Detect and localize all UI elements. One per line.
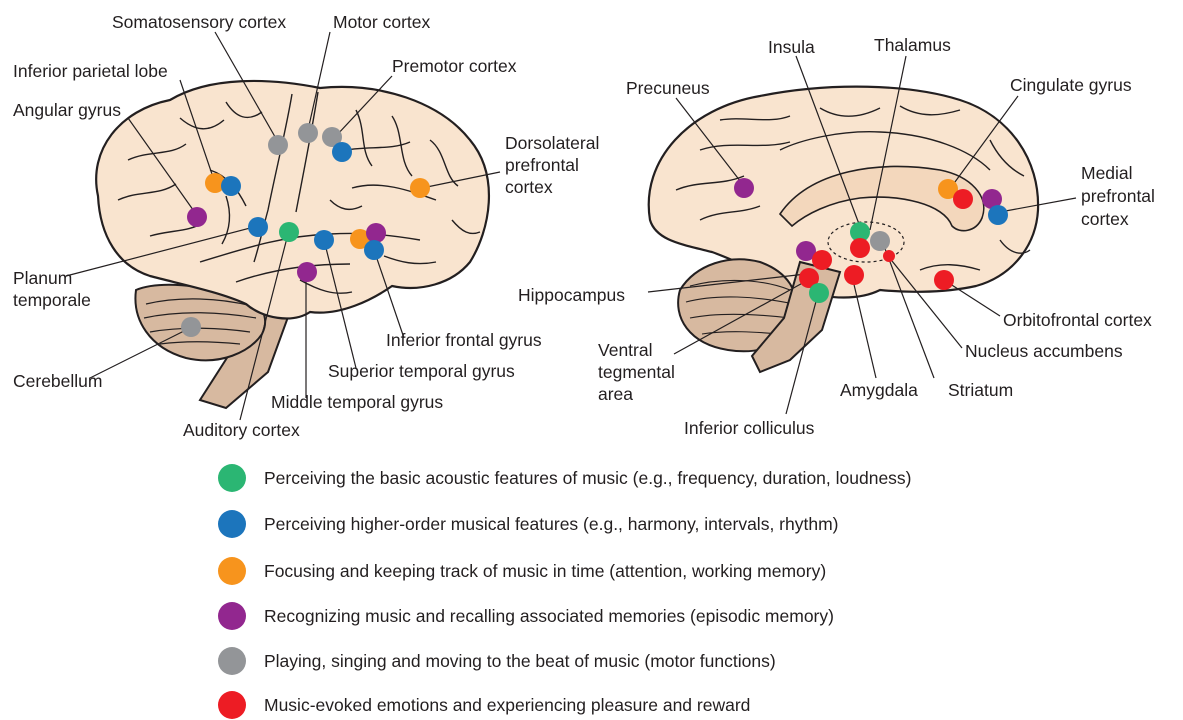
label-motor-cortex: Motor cortex xyxy=(333,12,430,33)
label-striatum: Striatum xyxy=(948,380,1013,401)
dot-motor xyxy=(298,123,318,143)
label-middle-temporal-gyrus: Middle temporal gyrus xyxy=(271,392,443,413)
label-orbitofrontal-cortex: Orbitofrontal cortex xyxy=(1003,310,1152,331)
dot-mpfc-blue xyxy=(988,205,1008,225)
legend-text: Music-evoked emotions and experiencing p… xyxy=(264,695,750,716)
legend-dot-red xyxy=(218,691,246,719)
legend-dot-orange xyxy=(218,557,246,585)
dot-premotor-blue xyxy=(332,142,352,162)
label-amygdala: Amygdala xyxy=(840,380,918,401)
legend-item-acoustic: Perceiving the basic acoustic features o… xyxy=(218,463,912,493)
dot-superior-temporal xyxy=(314,230,334,250)
label-mpfc-line3: cortex xyxy=(1081,209,1129,230)
label-angular-gyrus: Angular gyrus xyxy=(13,100,121,121)
dot-dlpfc xyxy=(410,178,430,198)
dot-inferior-frontal-purple xyxy=(366,223,386,243)
legend-dot-purple xyxy=(218,602,246,630)
label-dlpfc-line3: cortex xyxy=(505,177,553,198)
label-thalamus: Thalamus xyxy=(874,35,951,56)
label-nucleus-accumbens: Nucleus accumbens xyxy=(965,341,1123,362)
dot-middle-temporal xyxy=(297,262,317,282)
dot-hippocampus-red xyxy=(812,250,832,270)
label-hippocampus: Hippocampus xyxy=(518,285,625,306)
label-dlpfc-line2: prefrontal xyxy=(505,155,579,176)
legend-dot-gray xyxy=(218,647,246,675)
label-somatosensory-cortex: Somatosensory cortex xyxy=(112,12,286,33)
dot-planum xyxy=(248,217,268,237)
lateral-brain xyxy=(96,81,489,408)
dot-inferior-frontal-blue xyxy=(364,240,384,260)
label-insula: Insula xyxy=(768,37,815,58)
label-planum-line1: Planum xyxy=(13,268,72,289)
legend-item-motor: Playing, singing and moving to the beat … xyxy=(218,646,776,676)
legend-dot-green xyxy=(218,464,246,492)
dot-accumbens xyxy=(883,250,895,262)
label-dlpfc-line1: Dorsolateral xyxy=(505,133,599,154)
label-auditory-cortex: Auditory cortex xyxy=(183,420,300,441)
legend-text: Playing, singing and moving to the beat … xyxy=(264,651,776,672)
label-vta-line1: Ventral xyxy=(598,340,652,361)
label-precuneus: Precuneus xyxy=(626,78,710,99)
label-premotor-cortex: Premotor cortex xyxy=(392,56,516,77)
legend-text: Recognizing music and recalling associat… xyxy=(264,606,834,627)
legend-text: Perceiving the basic acoustic features o… xyxy=(264,468,912,489)
dot-thalamus xyxy=(870,231,890,251)
label-vta-line3: area xyxy=(598,384,633,405)
legend-item-emotion: Music-evoked emotions and experiencing p… xyxy=(218,690,750,720)
label-superior-temporal-gyrus: Superior temporal gyrus xyxy=(328,361,515,382)
legend-item-attention: Focusing and keeping track of music in t… xyxy=(218,556,826,586)
dot-thalamus-red xyxy=(850,238,870,258)
dot-cingulate-red xyxy=(953,189,973,209)
label-mpfc-line1: Medial xyxy=(1081,163,1133,184)
legend-item-memory: Recognizing music and recalling associat… xyxy=(218,601,834,631)
lateral-cerebrum xyxy=(96,81,489,318)
dot-amygdala xyxy=(844,265,864,285)
label-cerebellum: Cerebellum xyxy=(13,371,102,392)
medial-brain xyxy=(649,87,1038,372)
label-vta-line2: tegmental xyxy=(598,362,675,383)
dot-auditory xyxy=(279,222,299,242)
label-cingulate-gyrus: Cingulate gyrus xyxy=(1010,75,1132,96)
legend-dot-blue xyxy=(218,510,246,538)
dot-angular xyxy=(187,207,207,227)
legend-text: Perceiving higher-order musical features… xyxy=(264,514,838,535)
legend-text: Focusing and keeping track of music in t… xyxy=(264,561,826,582)
dot-inferior-parietal-blue xyxy=(221,176,241,196)
label-inferior-frontal-gyrus: Inferior frontal gyrus xyxy=(386,330,542,351)
dot-ofc xyxy=(934,270,954,290)
dot-cerebellum xyxy=(181,317,201,337)
label-mpfc-line2: prefrontal xyxy=(1081,186,1155,207)
label-planum-line2: temporale xyxy=(13,290,91,311)
dot-somatosensory xyxy=(268,135,288,155)
label-inferior-parietal-lobe: Inferior parietal lobe xyxy=(13,61,168,82)
dot-precuneus xyxy=(734,178,754,198)
legend-item-higher-order: Perceiving higher-order musical features… xyxy=(218,509,838,539)
label-inferior-colliculus: Inferior colliculus xyxy=(684,418,814,439)
dot-inferior-colliculus xyxy=(809,283,829,303)
